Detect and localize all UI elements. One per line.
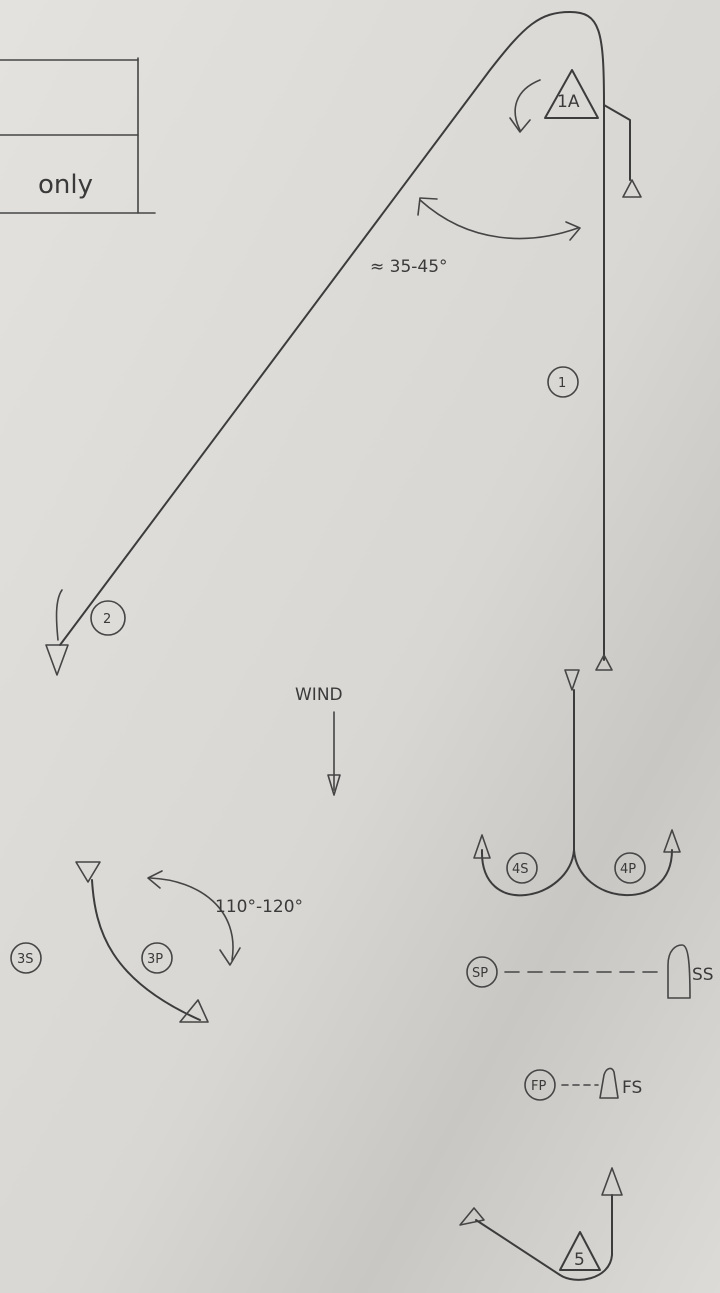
wind-label: WIND	[295, 685, 343, 705]
angle-arc-mid: 110°-120°	[147, 870, 303, 966]
angle-arc-top: ≈ 35-45°	[370, 197, 581, 277]
leg-1-label: 1	[558, 376, 566, 391]
fs-label: FS	[622, 1078, 642, 1098]
sp-label: SP	[472, 966, 488, 981]
mark-triangle-2	[45, 644, 69, 676]
start-line: SP SS	[466, 944, 714, 999]
leg-4p-label: 4P	[620, 862, 636, 877]
fp-label: FP	[531, 1079, 546, 1094]
mark-1a: 1A	[509, 69, 599, 133]
mark-triangle-4	[564, 669, 580, 691]
angle-top-label: ≈ 35-45°	[370, 257, 448, 277]
ss-boat-icon	[667, 944, 691, 999]
fs-boat-icon	[599, 1067, 619, 1099]
leg-3s-label: 3S	[17, 952, 34, 967]
finish-line: FP FS	[524, 1067, 642, 1101]
leg-1-path	[59, 11, 631, 661]
leg-2-label: 2	[103, 612, 111, 627]
leg-3-path: 3S 3P	[10, 861, 209, 1023]
leg-2-marker: 2	[55, 589, 126, 641]
leg-5-path: 5	[459, 1167, 623, 1281]
box-label: only	[38, 170, 93, 200]
leg-4s-label: 4S	[512, 862, 529, 877]
wind-indicator: WIND	[295, 685, 343, 796]
mark-triangle-right	[622, 179, 642, 198]
leg-5-label: 5	[574, 1250, 585, 1270]
angle-mid-label: 110°-120°	[215, 897, 303, 917]
mark-triangle-start	[595, 654, 613, 671]
mark-1a-label: 1A	[557, 92, 580, 112]
wind-arrow-icon	[327, 774, 341, 796]
ss-label: SS	[692, 965, 714, 985]
table-box: only	[0, 57, 156, 214]
leg-4-path: 4S 4P	[473, 689, 681, 897]
leg-3p-label: 3P	[147, 952, 163, 967]
leg-1-marker: 1	[547, 366, 579, 398]
